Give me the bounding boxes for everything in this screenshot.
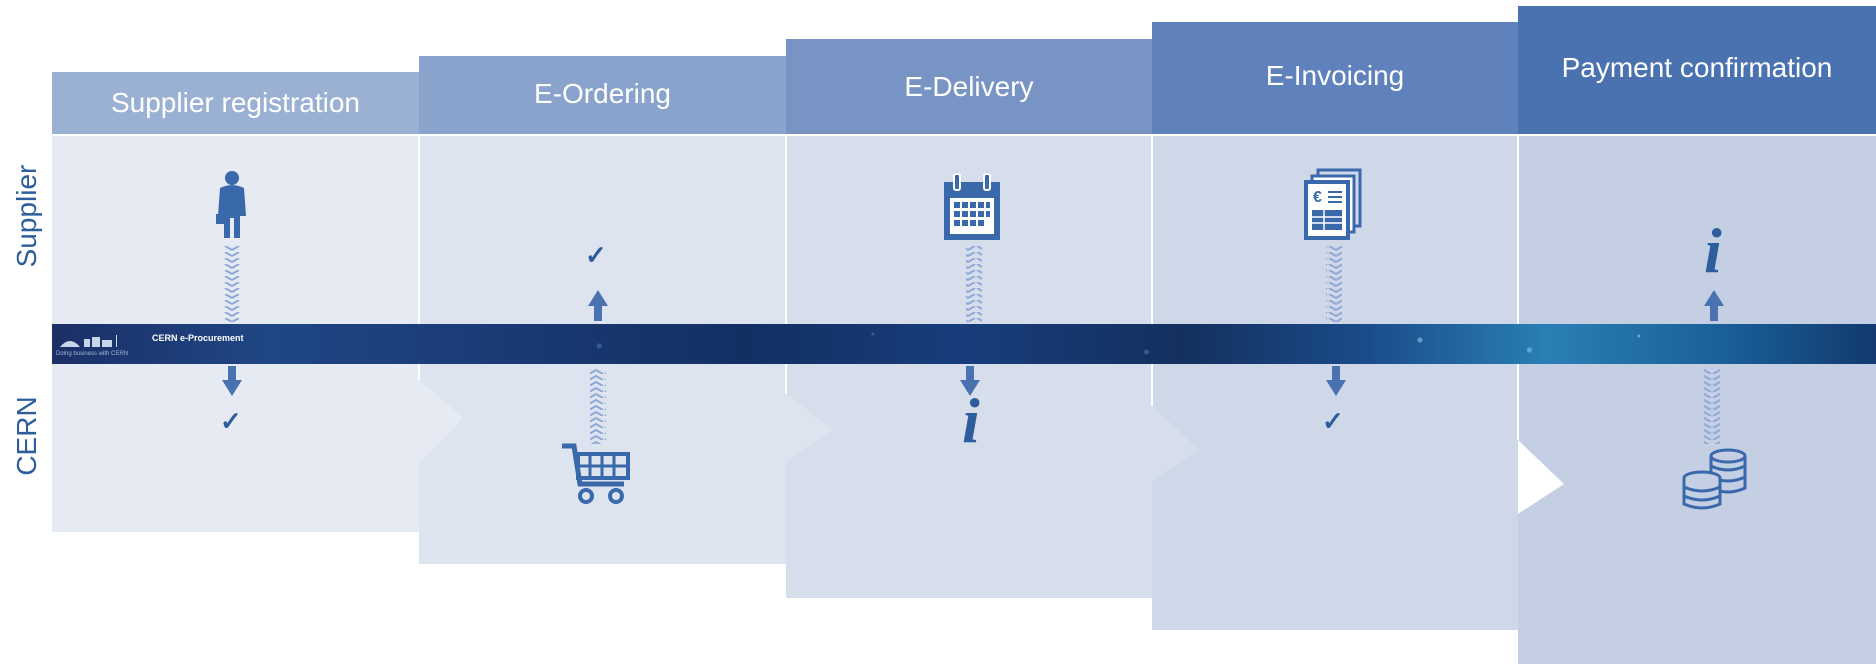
arrow-up-icon — [1704, 290, 1724, 321]
cern-eprocurement-banner: CERN e-Procurement Doing business with C… — [52, 324, 1876, 364]
arrow-down-icon — [222, 366, 242, 396]
chevron-connector-4 — [1326, 246, 1342, 322]
stage-header-2: E-Ordering — [419, 56, 786, 134]
invoice-icon: € — [1304, 168, 1362, 240]
info-icon: i — [1704, 215, 1722, 286]
stage-header-4: E-Invoicing — [1152, 22, 1518, 134]
info-icon: i — [962, 385, 980, 456]
calendar-icon — [944, 173, 1000, 240]
stage-header-5: Payment confirmation — [1518, 6, 1876, 134]
chevron-connector-2 — [590, 368, 606, 444]
arrow-up-icon — [588, 290, 608, 321]
stage-header-1: Supplier registration — [52, 72, 419, 134]
chevron-connector-3 — [966, 246, 982, 322]
check-icon: ✓ — [220, 406, 242, 436]
stage-panel-5 — [1518, 136, 1876, 664]
check-icon: ✓ — [1322, 406, 1344, 436]
svg-text:€: € — [1313, 189, 1322, 206]
person-icon — [216, 171, 246, 238]
chevron-connector-5 — [1704, 368, 1720, 444]
coins-icon — [1682, 448, 1747, 510]
stage-header-3: E-Delivery — [786, 39, 1152, 134]
shopping-cart-icon — [562, 443, 630, 504]
banner-subtitle: Doing business with CERN — [56, 351, 129, 357]
arrow-down-icon — [1326, 366, 1346, 396]
chevron-connector-1 — [224, 246, 240, 322]
check-icon: ✓ — [585, 240, 607, 270]
banner-title: CERN e-Procurement — [152, 333, 244, 343]
arrow-down-icon — [960, 366, 980, 396]
cern-logo-icon — [60, 335, 117, 347]
stage-panel-3 — [786, 136, 1198, 598]
